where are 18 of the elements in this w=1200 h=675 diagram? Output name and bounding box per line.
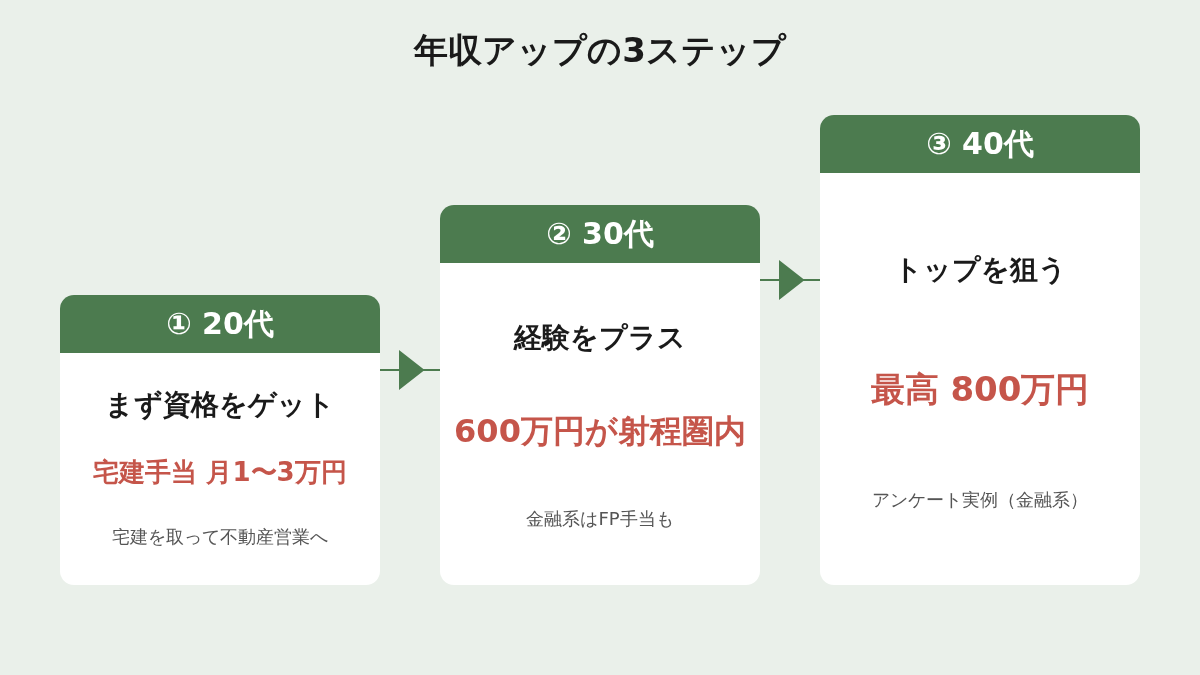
arrow [379,351,441,389]
step-header: ① 20代 [60,295,380,353]
step-card [60,295,380,585]
note-text: 金融系はFP手当も [525,507,675,532]
salary-text: 最高 800万円 [869,368,1091,412]
step-header: ② 30代 [440,205,760,263]
note-text: 宅建を取って不動産営業へ [111,525,329,550]
step-title: まず資格をゲット [104,387,336,424]
salary-text: 宅建手当 月1〜3万円 [92,455,348,489]
salary-text: 600万円が射程圏内 [453,410,747,452]
arrow [759,261,821,299]
step-title: 経験をプラス [512,320,687,357]
note-text: アンケート実例（金融系） [871,488,1089,513]
step-card [820,115,1140,585]
step-title: トップを狙う [892,252,1068,289]
title: 年収アップの3ステップ [412,29,788,72]
step-header: ③ 40代 [820,115,1140,173]
step-card [440,205,760,585]
